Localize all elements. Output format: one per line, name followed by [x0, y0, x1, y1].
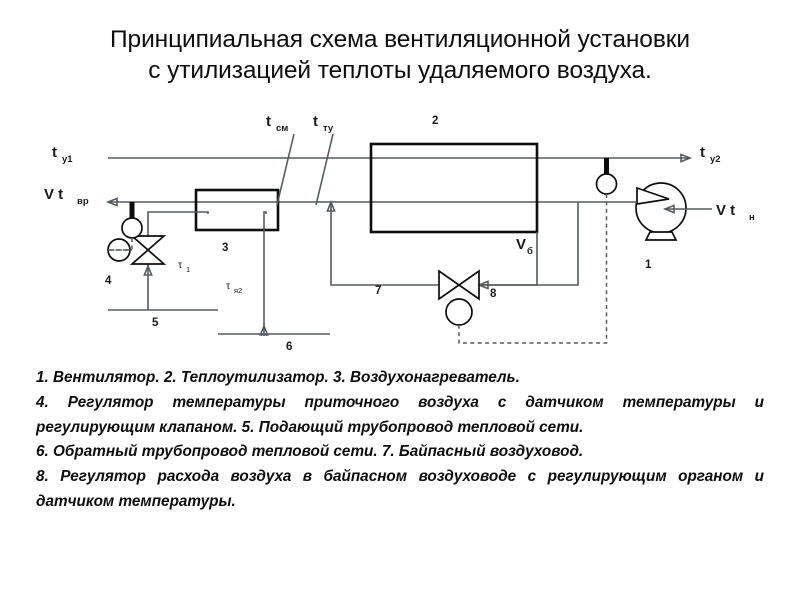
- heat-recovery-unit[interactable]: [369, 142, 539, 234]
- label-t-y2-sub: у2: [710, 154, 721, 165]
- label-t-sm-base: t: [266, 113, 271, 130]
- item-number-7: 7: [375, 285, 381, 297]
- air-heater-unit[interactable]: [194, 188, 280, 232]
- item-number-5: 5: [152, 317, 159, 329]
- item-number-4: 4: [105, 275, 112, 287]
- label-t-y2: t у2: [700, 144, 721, 165]
- label-v-b-sub: б: [527, 246, 533, 257]
- legend-line-3: 6. Обратный трубопровод тепловой сети. 7…: [36, 443, 584, 461]
- label-t-sm: t см: [266, 113, 288, 134]
- leader-line-t-sm: [276, 133, 295, 206]
- control-valve-bypass[interactable]: [438, 269, 480, 326]
- heater-hot-water-circuit: [108, 211, 218, 311]
- title-line-1: Принципиальная схема вентиляционной уста…: [110, 26, 690, 53]
- fan-unit[interactable]: [608, 182, 712, 241]
- supply-air-duct: [105, 197, 608, 207]
- item-number-2: 2: [432, 115, 438, 127]
- title-line-2: с утилизацией теплоты удаляемого воздуха…: [148, 57, 652, 85]
- label-tau-1-sub: 1: [186, 265, 190, 274]
- label-t-n-base: V t: [716, 202, 735, 219]
- label-t-tu: t ту: [313, 113, 334, 134]
- label-t-sm-sub: см: [276, 123, 288, 134]
- label-t-tu-base: t: [313, 113, 318, 130]
- page-title: Принципиальная схема вентиляционной уста…: [20, 24, 780, 87]
- label-t-y1: t у1: [52, 144, 73, 165]
- label-tau-2-base: τ: [226, 280, 231, 292]
- label-t-y2-base: t: [700, 144, 705, 161]
- label-tau-1: τ 1: [178, 259, 190, 274]
- legend-block: 1. Вентилятор. 2. Теплоутилизатор. 3. Во…: [36, 366, 764, 515]
- control-link-regulator-8: [458, 194, 608, 344]
- exhaust-air-duct: [108, 153, 693, 163]
- item-number-1: 1: [645, 259, 652, 271]
- label-v-b: V б: [516, 236, 533, 257]
- ventilation-scheme-diagram: t см t ту t у1 V t вр t у2 V t н: [0, 104, 800, 356]
- control-link-regulator-4: [108, 238, 133, 251]
- label-t-n: V t н: [716, 202, 755, 223]
- legend-line-2: 4. Регулятор температуры приточного возд…: [36, 393, 764, 436]
- label-t-y1-base: t: [52, 144, 57, 161]
- label-tau-2: τ я2: [226, 280, 242, 295]
- temperature-sensor-exhaust[interactable]: [595, 158, 618, 195]
- bypass-valve-branch: [476, 202, 579, 290]
- item-number-8: 8: [490, 288, 497, 300]
- bypass-duct: [326, 199, 538, 286]
- heater-return-circuit: [218, 211, 330, 336]
- item-number-6: 6: [286, 341, 292, 353]
- label-t-tu-sub: ту: [323, 123, 334, 134]
- label-t-vr-sub: вр: [77, 196, 89, 207]
- item-number-3: 3: [222, 242, 228, 254]
- label-t-y1-sub: у1: [62, 154, 73, 165]
- label-t-n-sub: н: [749, 212, 755, 223]
- label-v-b-base: V: [516, 236, 526, 253]
- legend-line-1: 1. Вентилятор. 2. Теплоутилизатор. 3. Во…: [36, 369, 520, 386]
- leader-line-t-tu: [315, 133, 334, 206]
- label-tau-1-base: τ: [178, 259, 183, 271]
- temperature-sensor-supply[interactable]: [121, 202, 143, 239]
- legend-line-4: 8. Регулятор расхода воздуха в байпасном…: [36, 468, 764, 510]
- label-t-vr-base: V t: [44, 186, 63, 203]
- label-tau-2-sub: я2: [234, 286, 242, 295]
- label-t-vr: V t вр: [44, 186, 89, 207]
